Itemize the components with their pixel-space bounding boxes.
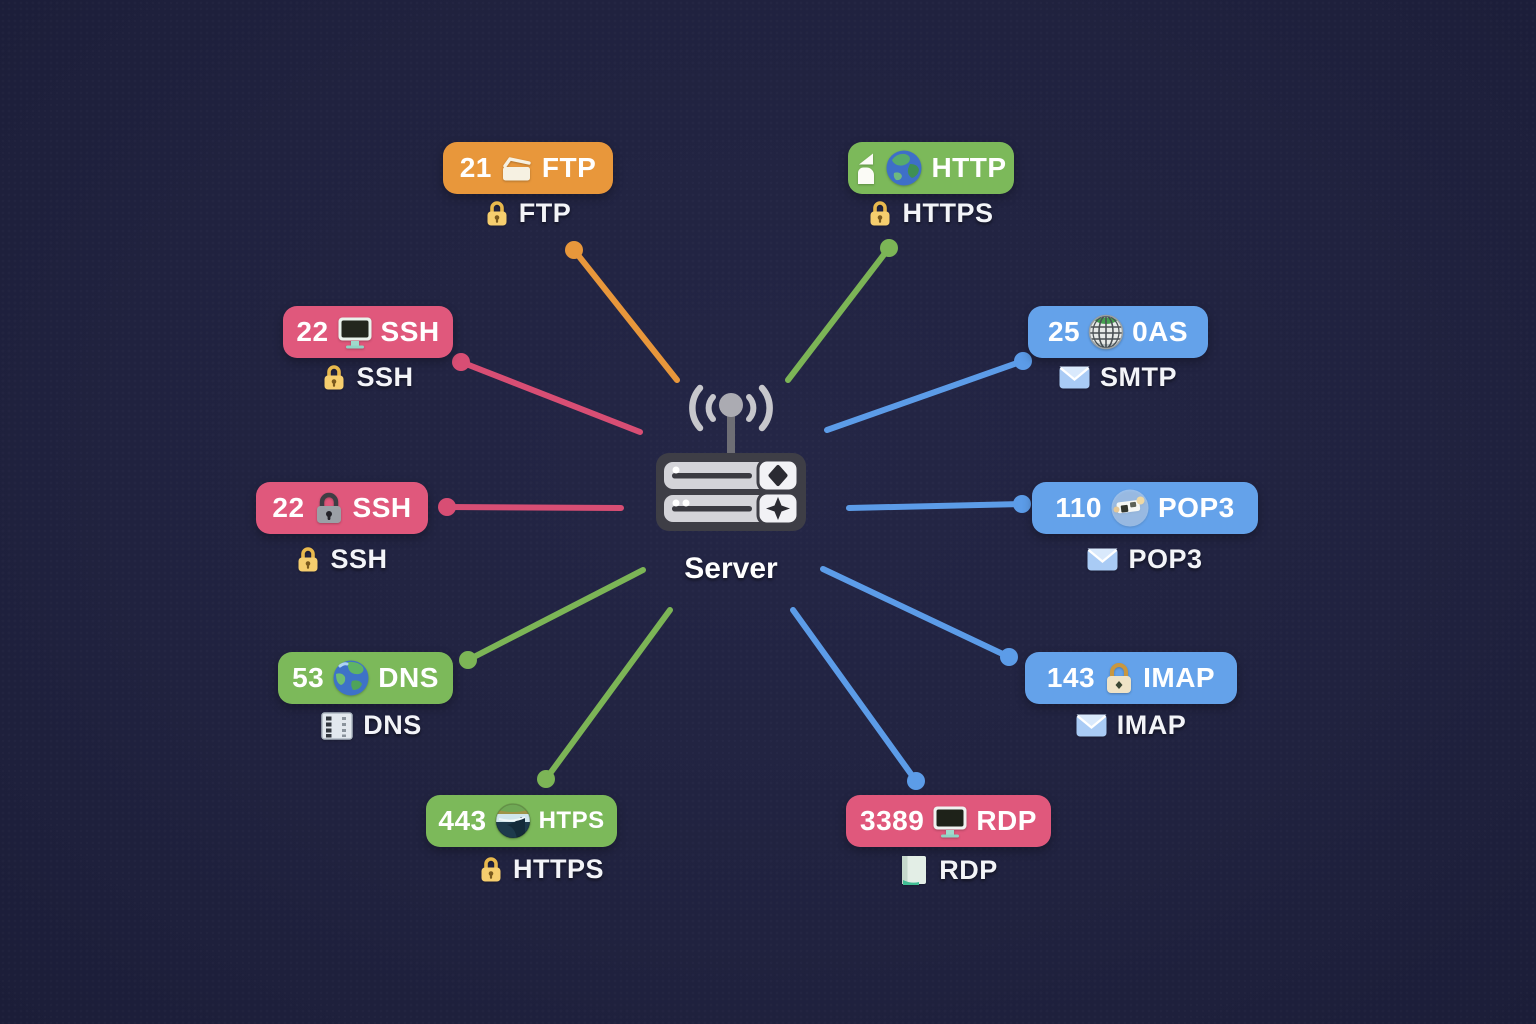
port-number: 53 bbox=[292, 662, 325, 693]
protocol-label: HTTP bbox=[931, 152, 1007, 183]
caption-label: HTTPS bbox=[512, 854, 604, 884]
caption-label: SMTP bbox=[1099, 362, 1177, 392]
port-number: 110 bbox=[1055, 492, 1102, 523]
gold-lock-icon bbox=[485, 199, 509, 228]
envelope-icon bbox=[1059, 366, 1090, 389]
server-rack-antenna-icon bbox=[656, 384, 806, 531]
port-number: 443 bbox=[438, 805, 487, 836]
port-badge-ssh-mid: 22 SSH bbox=[256, 482, 428, 534]
protocol-label: FTP bbox=[541, 152, 597, 183]
protocol-label: SSH bbox=[380, 316, 440, 347]
caption-label: RDP bbox=[939, 854, 998, 885]
white-shape-icon bbox=[855, 152, 877, 185]
caption-rdp: RDP bbox=[846, 854, 1051, 886]
port-number: 25 bbox=[1047, 316, 1081, 347]
earth-globe-icon bbox=[332, 659, 370, 697]
protocol-label: DNS bbox=[378, 662, 439, 693]
tan-lock-icon bbox=[1103, 662, 1135, 695]
envelope-icon bbox=[1087, 548, 1118, 571]
port-number: 21 bbox=[459, 152, 492, 183]
caption-https: HTTPS bbox=[848, 198, 1014, 229]
protocol-label: POP3 bbox=[1157, 492, 1235, 523]
landscape-globe-icon bbox=[494, 803, 531, 839]
caption-ssh-top: SSH bbox=[283, 362, 453, 393]
caption-smtp: SMTP bbox=[1028, 362, 1208, 393]
caption-https443: HTTPS bbox=[446, 854, 637, 885]
port-badge-rdp: 3389 RDP bbox=[846, 795, 1051, 847]
open-folder-icon bbox=[500, 154, 534, 182]
caption-label: DNS bbox=[363, 710, 422, 740]
port-badge-smtp: 25 0AS bbox=[1028, 306, 1208, 358]
protocol-label: 0AS bbox=[1132, 316, 1189, 347]
gold-lock-icon bbox=[479, 855, 503, 884]
gold-lock-icon bbox=[322, 363, 346, 392]
envelope-icon bbox=[1076, 714, 1107, 737]
gray-lock-icon bbox=[313, 492, 345, 525]
caption-pop3: POP3 bbox=[1032, 544, 1258, 575]
protocol-label: RDP bbox=[976, 805, 1037, 836]
port-badge-dns: 53 DNS bbox=[278, 652, 453, 704]
wireframe-globe-icon bbox=[1088, 314, 1124, 350]
protocol-label: HTPS bbox=[538, 807, 605, 834]
gold-lock-icon bbox=[868, 199, 892, 228]
monitor-icon bbox=[932, 805, 968, 838]
port-number: 143 bbox=[1046, 662, 1096, 693]
port-badge-ssh-top: 22 SSH bbox=[283, 306, 453, 358]
port-badge-pop3: 110 POP3 bbox=[1032, 482, 1258, 534]
caption-ssh-mid: SSH bbox=[256, 544, 428, 575]
gold-lock-icon bbox=[296, 545, 320, 574]
mail-truck-icon bbox=[1110, 488, 1150, 528]
port-badge-imap: 143 IMAP bbox=[1025, 652, 1237, 704]
protocol-label: SSH bbox=[352, 492, 412, 523]
list-icon bbox=[321, 711, 353, 740]
port-badge-http: HTTP bbox=[848, 142, 1014, 194]
card-icon bbox=[899, 854, 929, 886]
caption-imap: IMAP bbox=[1025, 710, 1237, 741]
caption-ftp: FTP bbox=[443, 198, 613, 229]
protocol-label: IMAP bbox=[1143, 662, 1216, 693]
caption-label: FTP bbox=[518, 198, 572, 228]
caption-label: POP3 bbox=[1128, 544, 1203, 574]
server-label: Server bbox=[684, 552, 778, 585]
caption-label: SSH bbox=[356, 362, 414, 392]
port-badge-https443: 443 HTPS bbox=[426, 795, 617, 847]
caption-label: SSH bbox=[330, 544, 388, 574]
globe-icon bbox=[885, 149, 923, 187]
monitor-icon bbox=[337, 316, 373, 349]
caption-dns: DNS bbox=[284, 710, 459, 741]
port-number: 3389 bbox=[860, 805, 925, 836]
port-badge-ftp: 21 FTP bbox=[443, 142, 613, 194]
caption-label: HTTPS bbox=[902, 198, 994, 228]
port-number: 22 bbox=[272, 492, 305, 523]
port-number: 22 bbox=[296, 316, 329, 347]
caption-label: IMAP bbox=[1116, 710, 1187, 740]
